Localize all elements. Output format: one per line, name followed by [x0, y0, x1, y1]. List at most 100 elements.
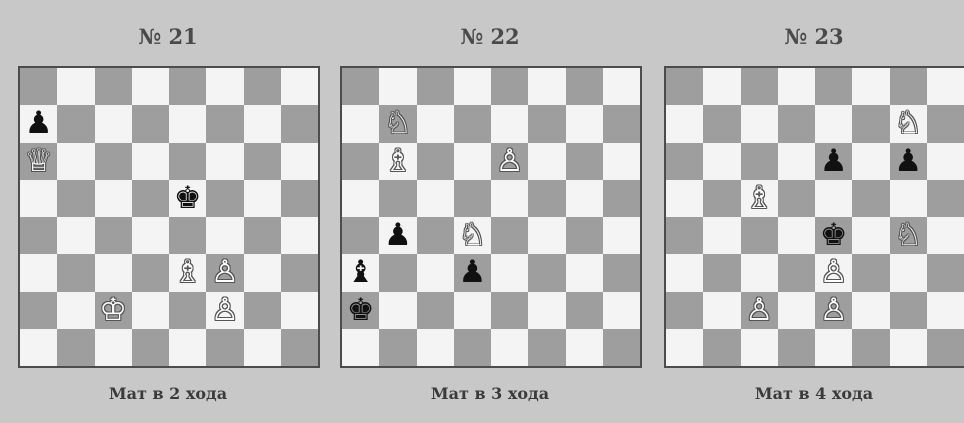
- puzzle-number: № 22: [340, 24, 640, 49]
- square-d8: [132, 68, 169, 105]
- white-king-icon: ♔: [99, 295, 127, 326]
- square-b6: [703, 143, 740, 180]
- square-d1: [778, 329, 815, 366]
- square-d1: [454, 329, 491, 366]
- square-b2: [703, 292, 740, 329]
- square-d8: [454, 68, 491, 105]
- square-h2: [603, 292, 640, 329]
- square-h4: [927, 217, 964, 254]
- black-king-icon: ♚: [174, 183, 202, 214]
- black-pawn-icon: ♟: [384, 220, 412, 251]
- square-a6: [342, 143, 379, 180]
- white-pawn-icon: ♙: [820, 295, 848, 326]
- square-d6: [132, 143, 169, 180]
- square-e1: [815, 329, 852, 366]
- square-e2: ♙: [815, 292, 852, 329]
- square-c3: [741, 254, 778, 291]
- puzzle-caption: Мат в 3 хода: [340, 384, 640, 403]
- chess-board: ♘♟♟♗♚♘♙♙♙: [664, 66, 964, 368]
- white-bishop-icon: ♗: [384, 146, 412, 177]
- square-d5: [778, 180, 815, 217]
- square-h3: [603, 254, 640, 291]
- square-a1: [342, 329, 379, 366]
- square-g1: [244, 329, 281, 366]
- square-h6: [281, 143, 318, 180]
- puzzle-caption: Мат в 2 хода: [18, 384, 318, 403]
- square-a2: [666, 292, 703, 329]
- square-a5: [342, 180, 379, 217]
- square-g4: [244, 217, 281, 254]
- square-f5: [206, 180, 243, 217]
- square-h8: [603, 68, 640, 105]
- square-e4: [491, 217, 528, 254]
- square-h8: [281, 68, 318, 105]
- black-king-icon: ♚: [347, 295, 375, 326]
- black-pawn-icon: ♟: [458, 257, 486, 288]
- square-f8: [206, 68, 243, 105]
- square-h1: [281, 329, 318, 366]
- square-a4: [666, 217, 703, 254]
- square-d2: [454, 292, 491, 329]
- square-b5: [379, 180, 416, 217]
- square-b3: [57, 254, 94, 291]
- square-a1: [666, 329, 703, 366]
- square-g4: ♘: [890, 217, 927, 254]
- square-c7: [417, 105, 454, 142]
- square-a1: [20, 329, 57, 366]
- square-c3: [417, 254, 454, 291]
- square-a7: [342, 105, 379, 142]
- square-c8: [417, 68, 454, 105]
- square-a4: [342, 217, 379, 254]
- square-e3: [491, 254, 528, 291]
- puzzle-caption: Мат в 4 хода: [664, 384, 964, 403]
- square-b1: [379, 329, 416, 366]
- square-h2: [927, 292, 964, 329]
- square-d5: [454, 180, 491, 217]
- square-d8: [778, 68, 815, 105]
- square-e1: [169, 329, 206, 366]
- square-d6: [778, 143, 815, 180]
- square-d3: [778, 254, 815, 291]
- square-h6: [927, 143, 964, 180]
- square-a2: [20, 292, 57, 329]
- black-pawn-icon: ♟: [820, 146, 848, 177]
- square-d7: [132, 105, 169, 142]
- white-pawn-icon: ♙: [211, 295, 239, 326]
- square-f1: [206, 329, 243, 366]
- square-f6: [852, 143, 889, 180]
- square-g2: [890, 292, 927, 329]
- square-e7: [815, 105, 852, 142]
- square-f4: [206, 217, 243, 254]
- square-g5: [566, 180, 603, 217]
- square-c4: [417, 217, 454, 254]
- square-g6: [244, 143, 281, 180]
- square-h7: [603, 105, 640, 142]
- square-b6: ♗: [379, 143, 416, 180]
- square-f8: [852, 68, 889, 105]
- square-f8: [528, 68, 565, 105]
- square-f2: [528, 292, 565, 329]
- square-a6: [666, 143, 703, 180]
- square-c5: ♗: [741, 180, 778, 217]
- square-b5: [57, 180, 94, 217]
- square-d7: [454, 105, 491, 142]
- white-pawn-icon: ♙: [820, 257, 848, 288]
- square-a7: [666, 105, 703, 142]
- square-b7: [57, 105, 94, 142]
- square-c6: [417, 143, 454, 180]
- square-f3: [852, 254, 889, 291]
- square-e3: ♙: [815, 254, 852, 291]
- black-pawn-icon: ♟: [25, 108, 53, 139]
- white-bishop-icon: ♗: [745, 183, 773, 214]
- square-c5: [417, 180, 454, 217]
- square-b3: [703, 254, 740, 291]
- square-g2: [566, 292, 603, 329]
- square-h7: [281, 105, 318, 142]
- square-d1: [132, 329, 169, 366]
- square-g1: [566, 329, 603, 366]
- square-a5: [666, 180, 703, 217]
- square-d4: [778, 217, 815, 254]
- square-h1: [927, 329, 964, 366]
- white-knight-icon: ♘: [894, 108, 922, 139]
- square-g5: [890, 180, 927, 217]
